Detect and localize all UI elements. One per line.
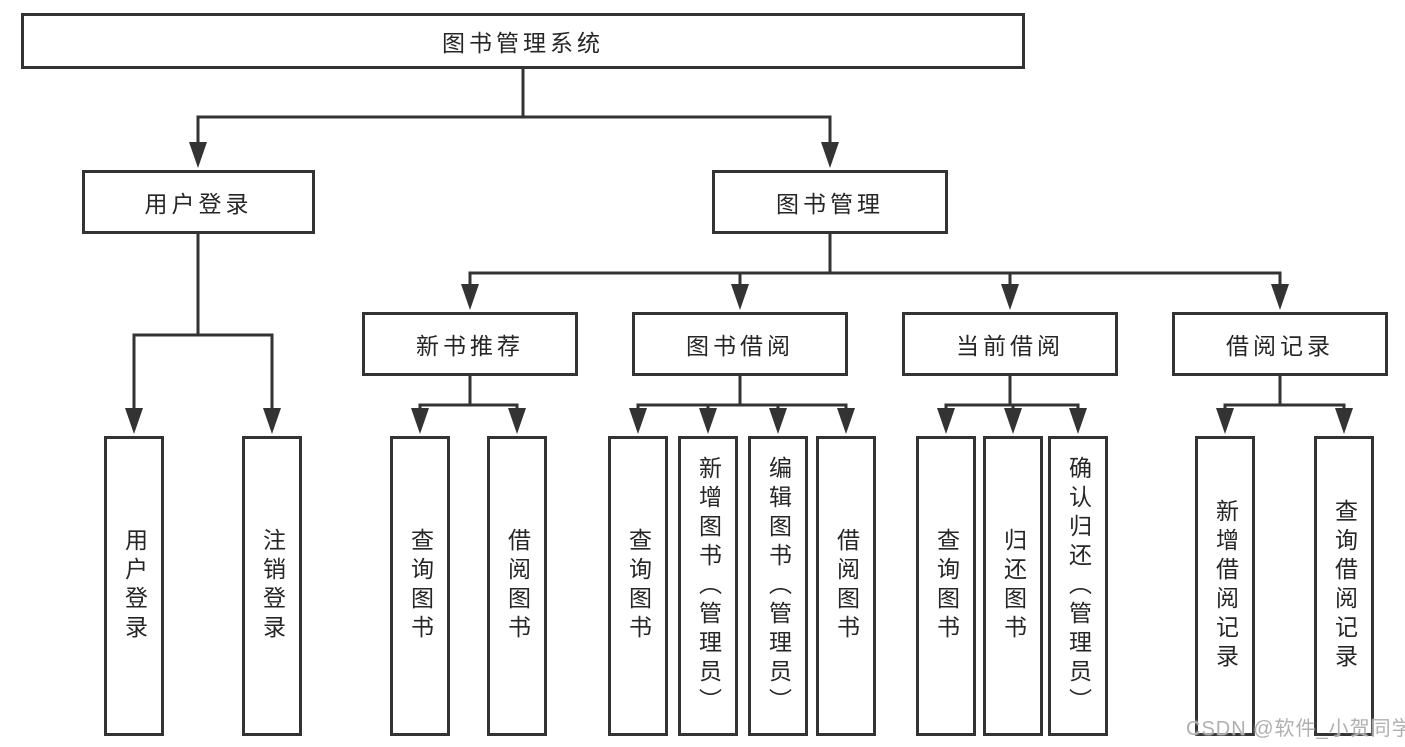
node-label: 当前借阅 xyxy=(956,333,1064,359)
node-label: 查询图书 xyxy=(407,528,434,644)
arrow-icon xyxy=(1216,408,1234,434)
arrow-icon xyxy=(629,408,647,434)
arrow-icon xyxy=(1335,408,1353,434)
arrow-icon xyxy=(731,284,749,310)
node-label: 编辑图书（管理员） xyxy=(765,455,792,717)
node-label: 图书管理系统 xyxy=(442,30,604,56)
node-label: 新书推荐 xyxy=(416,333,524,359)
leaf-current-return-book: 归还图书 xyxy=(983,436,1043,736)
arrow-icon xyxy=(189,142,207,168)
node-label: 新增借阅记录 xyxy=(1212,499,1239,673)
arrow-icon xyxy=(837,408,855,434)
arrow-icon xyxy=(1271,284,1289,310)
node-label: 归还图书 xyxy=(1000,528,1027,644)
arrow-icon xyxy=(1069,408,1087,434)
node-new-book-recommend: 新书推荐 xyxy=(362,312,578,376)
connector-newbookrec-to-leaves xyxy=(418,373,519,416)
node-label: 用户登录 xyxy=(144,191,253,217)
leaf-records-query-record: 查询借阅记录 xyxy=(1314,436,1374,736)
node-label: 用户登录 xyxy=(121,528,148,644)
node-book-management: 图书管理 xyxy=(712,170,948,234)
leaf-borrow-query-book: 查询图书 xyxy=(608,436,668,736)
arrow-icon xyxy=(1004,408,1022,434)
leaf-recommend-query-book: 查询图书 xyxy=(390,436,450,736)
csdn-watermark: CSDN @软件_小贺同学 xyxy=(1186,718,1405,740)
leaf-current-confirm-return-admin: 确认归还（管理员） xyxy=(1048,436,1108,736)
leaf-borrow-edit-book-admin: 编辑图书（管理员） xyxy=(748,436,808,736)
connector-root-to-level2 xyxy=(196,66,832,150)
leaf-records-add-record: 新增借阅记录 xyxy=(1195,436,1255,736)
arrow-icon xyxy=(769,408,787,434)
arrow-icon xyxy=(125,408,143,434)
node-label: 借阅记录 xyxy=(1226,333,1334,359)
arrow-icon xyxy=(699,408,717,434)
node-label: 确认归还（管理员） xyxy=(1065,455,1092,717)
leaf-borrow-borrow-book: 借阅图书 xyxy=(816,436,876,736)
node-borrow-records: 借阅记录 xyxy=(1172,312,1388,376)
arrow-icon xyxy=(411,408,429,434)
leaf-user-login: 用户登录 xyxy=(104,436,164,736)
arrow-icon xyxy=(1001,284,1019,310)
leaf-logout: 注销登录 xyxy=(242,436,302,736)
node-label: 注销登录 xyxy=(259,528,286,644)
leaf-current-query-book: 查询图书 xyxy=(916,436,976,736)
node-label: 借阅图书 xyxy=(504,528,531,644)
node-current-borrow: 当前借阅 xyxy=(902,312,1118,376)
arrow-icon xyxy=(263,408,281,434)
arrowheads xyxy=(125,142,1353,434)
node-label: 查询借阅记录 xyxy=(1331,499,1358,673)
connector-borrowrecords-to-leaves xyxy=(1223,373,1346,416)
arrow-icon xyxy=(508,408,526,434)
arrow-icon xyxy=(461,284,479,310)
node-book-borrow: 图书借阅 xyxy=(632,312,848,376)
node-label: 新增图书（管理员） xyxy=(695,455,722,717)
leaf-borrow-add-book-admin: 新增图书（管理员） xyxy=(678,436,738,736)
node-label: 借阅图书 xyxy=(833,528,860,644)
node-root-system: 图书管理系统 xyxy=(21,13,1025,69)
leaf-recommend-borrow-book: 借阅图书 xyxy=(487,436,547,736)
node-label: 图书借阅 xyxy=(686,333,794,359)
node-user-login: 用户登录 xyxy=(82,170,315,234)
connector-bookborrow-to-leaves xyxy=(636,373,848,416)
arrow-icon xyxy=(937,408,955,434)
node-label: 图书管理 xyxy=(776,191,884,217)
node-label: 查询图书 xyxy=(933,528,960,644)
arrow-icon xyxy=(821,142,839,168)
connector-userlogin-to-leaves xyxy=(132,231,274,416)
node-label: 查询图书 xyxy=(625,528,652,644)
connector-bookmgmt-to-level3 xyxy=(468,231,1282,293)
